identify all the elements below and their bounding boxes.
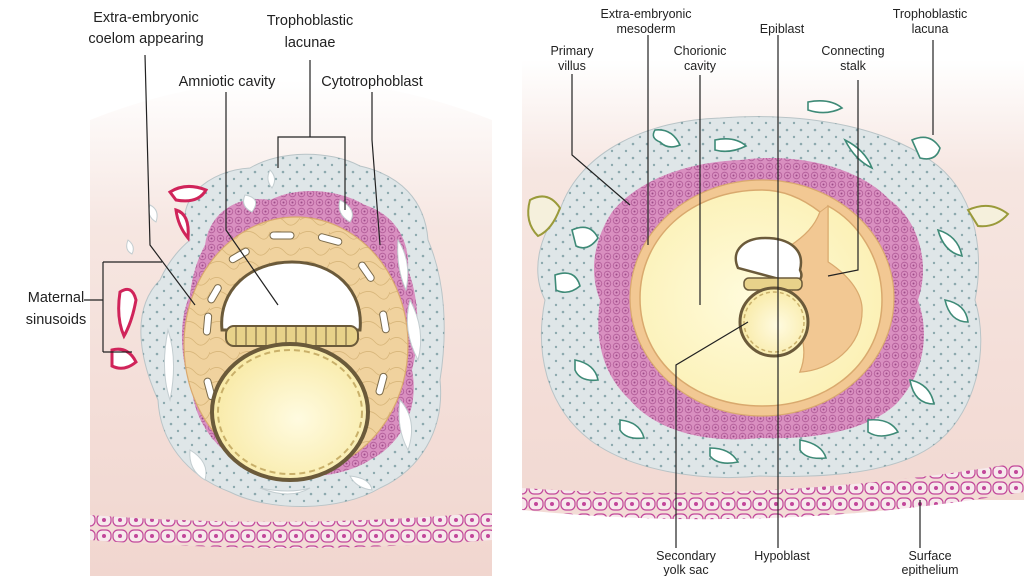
right-leader-lines — [571, 35, 934, 548]
label-trophoblastic-lacuna-line1: Trophoblastic — [893, 7, 968, 21]
label-trophoblastic-lacuna-line2: lacuna — [912, 22, 949, 36]
label-secondary-yolk-sac-line2: yolk sac — [663, 563, 708, 576]
right-panel: Extra-embryonic mesoderm Epiblast Tropho… — [522, 7, 1024, 576]
label-hypoblast: Hypoblast — [754, 549, 810, 563]
label-connecting-stalk-line1: Connecting — [821, 44, 884, 58]
right-surface-epithelium — [522, 462, 1024, 520]
label-primary-villus-line1: Primary — [550, 44, 594, 58]
left-lacunae — [126, 169, 422, 495]
label-chorionic-cavity-line1: Chorionic — [674, 44, 727, 58]
left-disc-cells — [235, 326, 347, 346]
label-extra-embryonic-mesoderm-line2: mesoderm — [616, 22, 675, 36]
label-secondary-yolk-sac-line1: Secondary — [656, 549, 717, 563]
left-surface-epithelium — [90, 512, 492, 548]
label-extra-embryonic-coelom-line2: coelom appearing — [88, 31, 203, 47]
label-cytotrophoblast: Cytotrophoblast — [321, 74, 423, 90]
label-chorionic-cavity-line2: cavity — [684, 59, 717, 73]
label-surface-epithelium-line2: epithelium — [902, 563, 959, 576]
label-trophoblastic-lacunae-line1: Trophoblastic — [267, 13, 354, 29]
label-maternal-sinusoids-line1: Maternal — [28, 290, 84, 306]
label-surface-epithelium-line1: Surface — [908, 549, 951, 563]
left-maternal-sinusoids — [110, 185, 209, 370]
label-extra-embryonic-coelom-line1: Extra-embryonic — [93, 10, 199, 26]
label-amniotic-cavity: Amniotic cavity — [179, 74, 276, 90]
label-trophoblastic-lacunae-line2: lacunae — [285, 35, 336, 51]
left-amniotic-cavity — [220, 260, 362, 332]
right-secondary-yolk-sac — [738, 286, 810, 358]
left-leader-lines — [84, 54, 381, 353]
right-maternal-glands — [527, 195, 1010, 238]
label-primary-villus-line2: villus — [558, 59, 586, 73]
left-yolk-sac — [210, 342, 370, 482]
label-maternal-sinusoids-line2: sinusoids — [26, 312, 86, 328]
label-extra-embryonic-mesoderm-line1: Extra-embryonic — [601, 7, 692, 21]
label-epiblast: Epiblast — [760, 22, 805, 36]
label-connecting-stalk-line2: stalk — [840, 59, 866, 73]
right-lacunae — [554, 100, 969, 464]
left-panel: Extra-embryonic coelom appearing Trophob… — [26, 10, 492, 576]
